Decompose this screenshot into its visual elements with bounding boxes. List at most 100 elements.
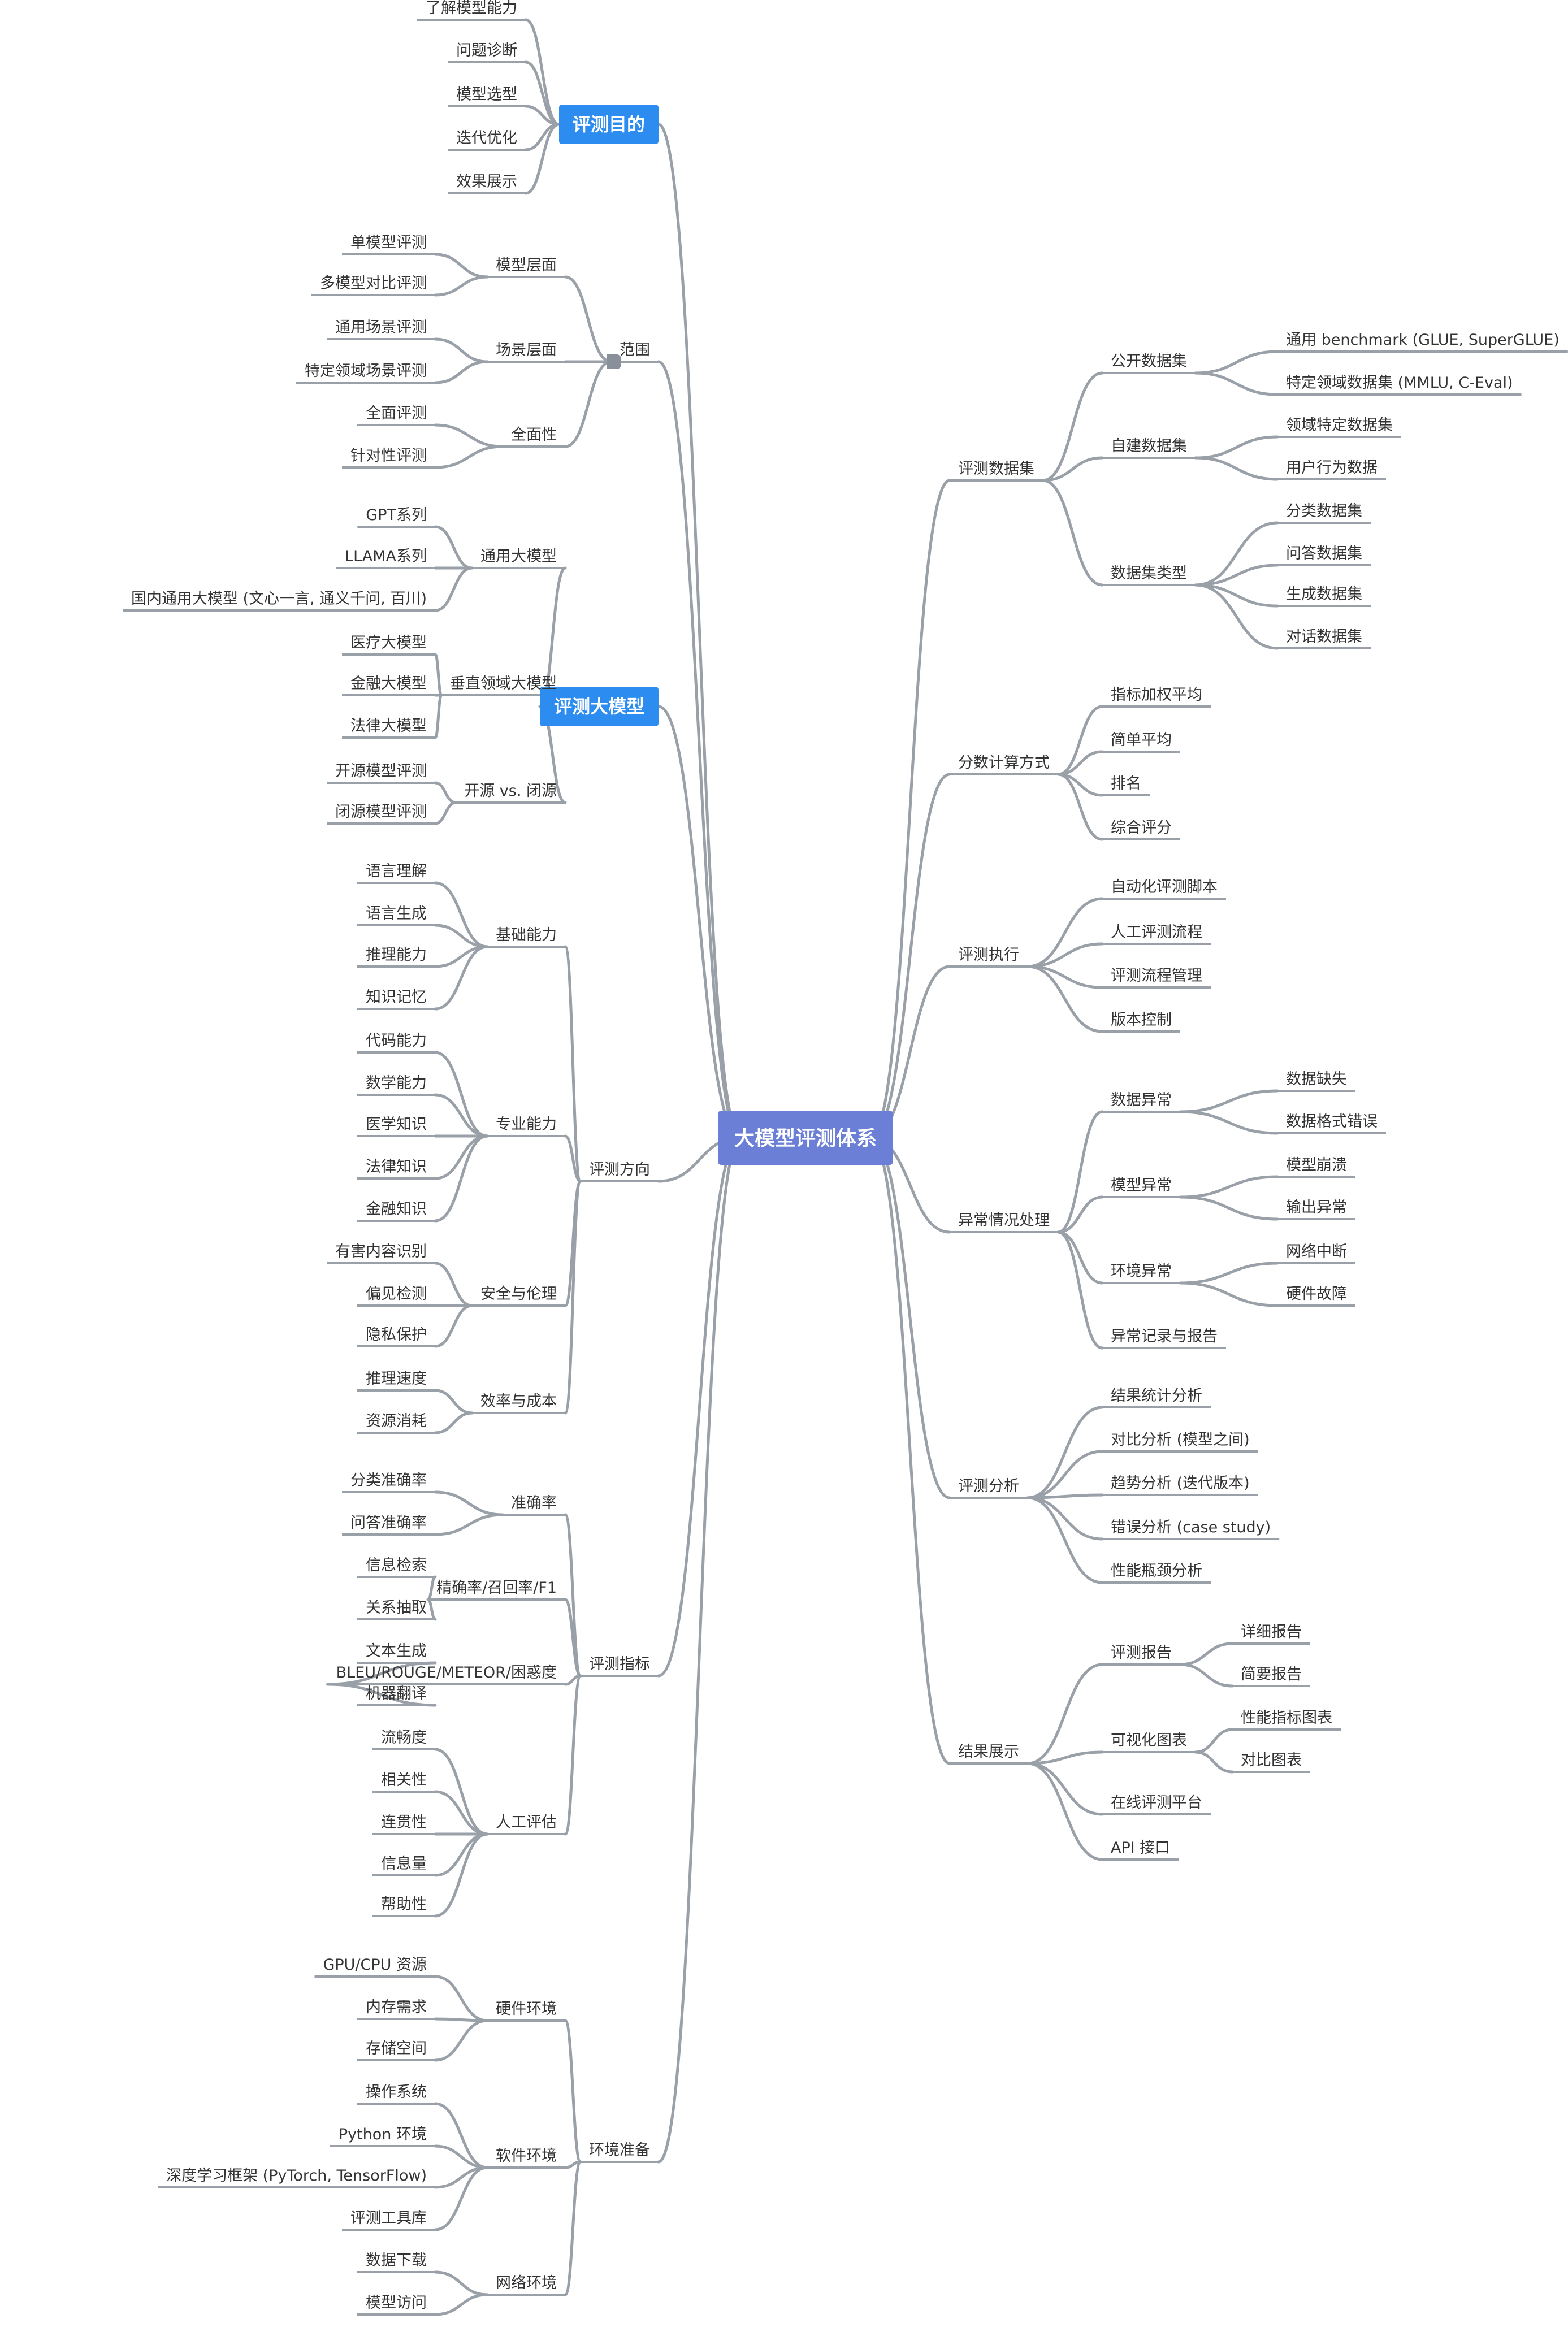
- branch-评测目的-迭代优化-label: 迭代优化: [456, 129, 517, 147]
- branch-评测指标-人工评估-帮助性-label: 帮助性: [381, 1896, 427, 1913]
- branch-异常情况处理-数据异常-label: 数据异常: [1111, 1091, 1172, 1109]
- branch-评测数据集-自建数据集-label: 自建数据集: [1111, 437, 1187, 455]
- branch-评测大模型-通用大模型-label: 通用大模型: [480, 548, 557, 565]
- branch-评测指标-准确率-问答准确率-edge: [434, 1513, 504, 1536]
- branch-评测分析-趋势分析-迭代版本-label: 趋势分析 (迭代版本): [1111, 1475, 1250, 1492]
- branch-评测方向-安全与伦理-隐私保护-label: 隐私保护: [366, 1326, 427, 1343]
- branch-评测方向-基础能力-知识记忆-edge: [434, 945, 489, 1011]
- branch-环境准备-软件环境-label: 软件环境: [496, 2147, 557, 2165]
- branch-评测大模型-垂直领域大模型-医疗大模型-label: 医疗大模型: [350, 634, 427, 652]
- branch-评测数据集-数据集类型-label: 数据集类型: [1111, 565, 1187, 582]
- branch-评测目的-了解模型能力-label: 了解模型能力: [426, 0, 517, 17]
- branch-评测方向-安全与伦理-有害内容识别-edge: [434, 1262, 474, 1307]
- branch-评测指标-人工评估-label: 人工评估: [496, 1814, 557, 1831]
- branch-评测大模型-通用大模型-gpt系列-label: GPT系列: [366, 506, 427, 524]
- edges-layer: [123, 18, 1568, 2316]
- branch-评测指标-bleu-rouge-meteor-困惑度-机器翻译-label: 机器翻译: [366, 1685, 427, 1702]
- branch-评测方向-基础能力-语言理解-label: 语言理解: [366, 863, 427, 880]
- branch-评测指标-bleu-rouge-meteor-困惑度-文本生成-edge: [326, 1661, 437, 1686]
- branch-环境准备-软件环境-评测工具库-label: 评测工具库: [350, 2209, 427, 2227]
- branch-环境准备-软件环境-python-环境-edge: [434, 2144, 489, 2169]
- branch-异常情况处理-模型异常-输出异常-label: 输出异常: [1286, 1199, 1347, 1216]
- branch-评测大模型-开源-vs-闭源-闭源模型评测-edge: [434, 801, 457, 825]
- branch-评测指标-精确率-召回率-f1-label: 精确率/召回率/F1: [436, 1579, 557, 1597]
- branch-结果展示-评测报告-简要报告-edge: [1179, 1663, 1234, 1688]
- branch-评测指标-准确率-分类准确率-edge: [434, 1490, 504, 1516]
- branch-评测目的-效果展示-label: 效果展示: [456, 173, 517, 190]
- branch-评测执行-版本控制-label: 版本控制: [1111, 1011, 1172, 1029]
- branch-环境准备-网络环境-数据下载-label: 数据下载: [366, 2252, 427, 2269]
- branch-结果展示-可视化图表-label: 可视化图表: [1111, 1732, 1187, 1749]
- branch-评测目的-node[interactable]: [559, 105, 659, 144]
- branch-评测指标-精确率-召回率-f1-edge: [564, 1598, 582, 1678]
- branch-评测执行-版本控制-edge: [1026, 965, 1104, 1033]
- branch-评测数据集-数据集类型-分类数据集-label: 分类数据集: [1286, 502, 1362, 520]
- branch-结果展示-评测报告-详细报告-edge: [1179, 1642, 1234, 1666]
- branch-评测目的-模型选型-label: 模型选型: [456, 86, 517, 103]
- branch-环境准备-硬件环境-edge: [564, 2019, 582, 2164]
- branch-评测大模型-垂直领域大模型-医疗大模型-edge: [434, 653, 443, 697]
- branch-分数计算方式-综合评分-label: 综合评分: [1111, 819, 1172, 837]
- branch-评测目的-edge: [657, 123, 742, 1139]
- branch-评测数据集-自建数据集-领域特定数据集-edge: [1194, 435, 1279, 460]
- branch-评测数据集-自建数据集-用户行为数据-edge: [1194, 456, 1279, 481]
- branch-评测方向-效率与成本-label: 效率与成本: [480, 1393, 557, 1410]
- branch-评测方向-专业能力-数学能力-edge: [434, 1093, 489, 1138]
- branch-环境准备-硬件环境-gpu-cpu-资源-label: GPU/CPU 资源: [323, 1956, 427, 1974]
- branch-评测指标-准确率-问答准确率-label: 问答准确率: [350, 1514, 427, 1532]
- branch-异常情况处理-label: 异常情况处理: [958, 1212, 1050, 1229]
- branch-环境准备-网络环境-模型访问-edge: [434, 2293, 489, 2316]
- branch-评测数据集-数据集类型-生成数据集-edge: [1194, 583, 1279, 608]
- branch-评测指标-精确率-召回率-f1-信息检索-edge: [426, 1575, 437, 1601]
- branch-结果展示-label: 结果展示: [958, 1743, 1019, 1761]
- branch-异常情况处理-环境异常-edge: [1056, 1230, 1104, 1285]
- branch-异常情况处理-环境异常-硬件故障-label: 硬件故障: [1286, 1285, 1347, 1303]
- branch-评测方向-基础能力-edge: [564, 945, 582, 1183]
- branch-分数计算方式-简单平均-label: 简单平均: [1111, 731, 1172, 749]
- branch-评测方向-专业能力-代码能力-edge: [434, 1051, 489, 1138]
- branch-评测数据集-公开数据集-特定领域数据集-mmlu-c-eval-label: 特定领域数据集 (MMLU, C-Eval): [1286, 374, 1513, 392]
- branch-环境准备-硬件环境-内存需求-edge: [434, 2017, 489, 2022]
- branch-异常情况处理-数据异常-edge: [1056, 1110, 1104, 1234]
- branch-评测指标-bleu-rouge-meteor-困惑度-文本生成-label: 文本生成: [366, 1642, 427, 1660]
- branch-评测指标-人工评估-帮助性-edge: [434, 1832, 489, 1918]
- branch-评测大模型-node[interactable]: [540, 687, 659, 726]
- branch-评测数据集-自建数据集-领域特定数据集-label: 领域特定数据集: [1286, 417, 1393, 434]
- branch-结果展示-可视化图表-性能指标图表-label: 性能指标图表: [1241, 1709, 1332, 1727]
- branch-评测指标-人工评估-信息量-label: 信息量: [381, 1855, 427, 1873]
- root-node[interactable]: [718, 1111, 893, 1165]
- branch-评测分析-趋势分析-迭代版本-edge: [1026, 1493, 1104, 1499]
- branch-范围-全面性-针对性评测-label: 针对性评测: [350, 447, 427, 465]
- branch-评测指标-准确率-label: 准确率: [511, 1494, 557, 1512]
- branch-分数计算方式-综合评分-edge: [1056, 773, 1104, 841]
- branch-评测指标-精确率-召回率-f1-关系抽取-edge: [426, 1598, 437, 1621]
- branch-结果展示-在线评测平台-label: 在线评测平台: [1111, 1794, 1202, 1811]
- branch-评测数据集-自建数据集-edge: [1041, 456, 1104, 482]
- branch-评测指标-准确率-分类准确率-label: 分类准确率: [350, 1472, 427, 1489]
- branch-范围-场景层面-通用场景评测-edge: [434, 337, 489, 363]
- branch-环境准备-硬件环境-存储空间-label: 存储空间: [366, 2040, 427, 2057]
- branch-评测方向-专业能力-数学能力-label: 数学能力: [366, 1074, 427, 1092]
- branch-评测分析-性能瓶颈分析-edge: [1026, 1496, 1104, 1584]
- branch-评测执行-自动化评测脚本-edge: [1026, 897, 1104, 968]
- branch-评测数据集-公开数据集-通用-benchmark-glue-superglue-label: 通用 benchmark (GLUE, SuperGLUE): [1286, 331, 1560, 349]
- branch-评测分析-对比分析-模型之间-label: 对比分析 (模型之间): [1111, 1431, 1250, 1449]
- branch-评测执行-评测流程管理-label: 评测流程管理: [1111, 967, 1202, 985]
- branch-评测执行-label: 评测执行: [958, 946, 1019, 964]
- collapse-toggle[interactable]: [607, 354, 621, 369]
- branch-异常情况处理-环境异常-网络中断-label: 网络中断: [1286, 1243, 1347, 1260]
- branch-范围-模型层面-多模型对比评测-edge: [434, 275, 489, 297]
- branch-评测方向-专业能力-edge: [564, 1134, 582, 1183]
- branch-异常情况处理-模型异常-edge: [1056, 1195, 1104, 1234]
- branch-评测指标-label: 评测指标: [589, 1655, 650, 1673]
- branch-范围-全面性-针对性评测-edge: [434, 445, 504, 469]
- branch-评测分析-性能瓶颈分析-label: 性能瓶颈分析: [1111, 1562, 1202, 1580]
- branch-评测大模型-通用大模型-gpt系列-edge: [434, 525, 474, 570]
- branch-评测方向-基础能力-知识记忆-label: 知识记忆: [366, 989, 427, 1006]
- branch-结果展示-可视化图表-edge: [1026, 1750, 1104, 1765]
- branch-评测指标-人工评估-流畅度-edge: [434, 1748, 489, 1836]
- branch-评测数据集-公开数据集-特定领域数据集-mmlu-c-eval-edge: [1194, 371, 1279, 396]
- branch-结果展示-在线评测平台-edge: [1026, 1762, 1104, 1816]
- branch-评测指标-人工评估-edge: [564, 1674, 582, 1836]
- branch-评测目的-效果展示-edge: [524, 123, 561, 195]
